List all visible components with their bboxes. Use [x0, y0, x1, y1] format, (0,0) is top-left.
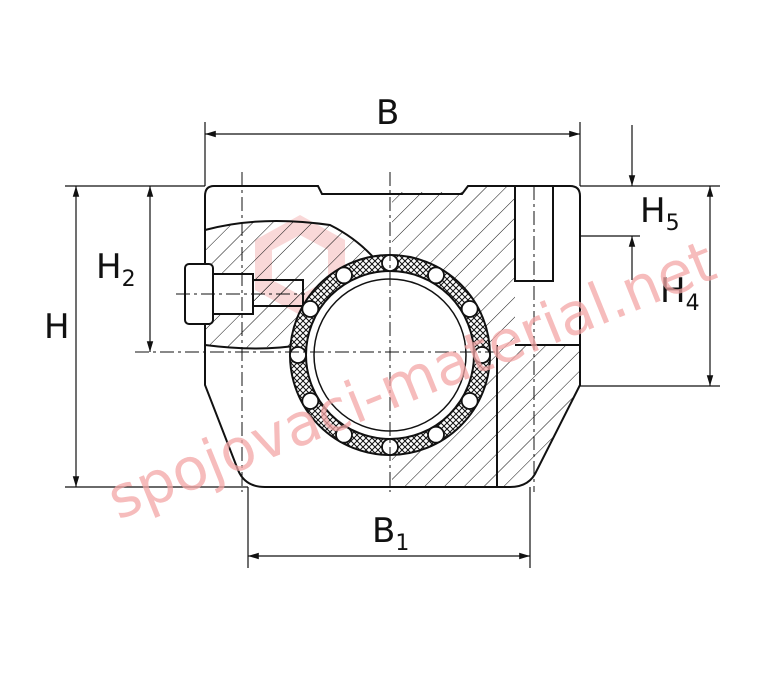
bearing-ball — [427, 266, 445, 285]
label-H: H — [44, 307, 70, 347]
extension-lines — [65, 122, 720, 568]
label-B1: B1 — [372, 511, 409, 556]
bearing-ball — [473, 346, 491, 364]
bearing-balls — [289, 254, 491, 456]
bearing-ball — [289, 346, 307, 364]
label-H2: H2 — [96, 247, 136, 292]
bearing-ball — [335, 266, 353, 285]
bearing-ball — [301, 300, 320, 318]
bearing-ball — [460, 392, 479, 410]
bearing-ball — [427, 425, 445, 444]
center-lines — [135, 172, 535, 492]
label-H5: H5 — [640, 191, 680, 236]
bearing-ball — [335, 425, 353, 444]
label-H4: H4 — [660, 271, 700, 316]
bearing-ball — [460, 300, 479, 318]
label-B: B — [376, 93, 399, 133]
dimension-lines — [72, 125, 714, 560]
bearing-ball — [301, 392, 320, 410]
